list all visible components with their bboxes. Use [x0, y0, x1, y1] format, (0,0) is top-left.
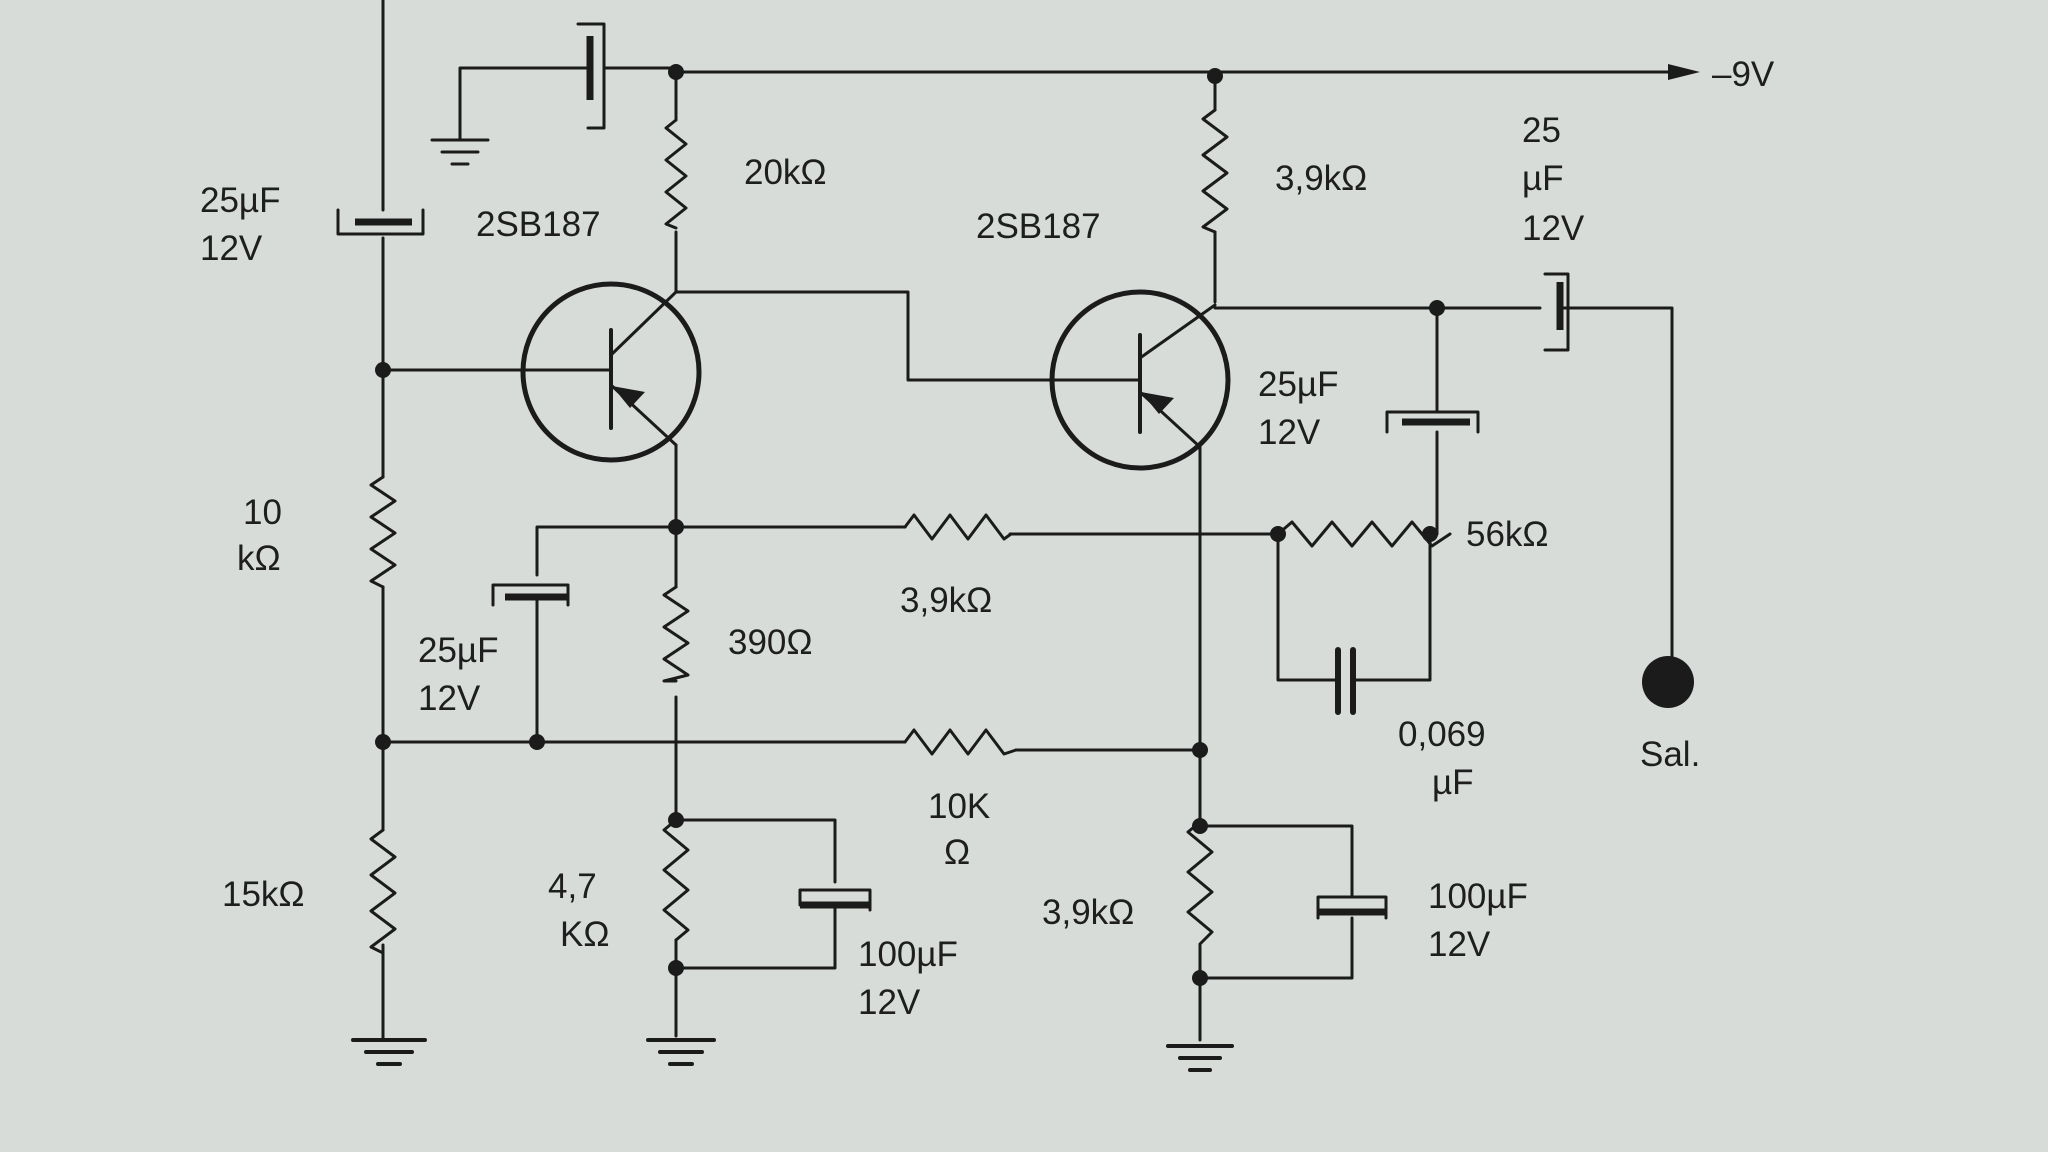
c-q1-emitter-label-2: 12V [418, 679, 481, 718]
resistor-4k7 [662, 818, 690, 942]
c-100u-right-label-1: 100µF [1428, 877, 1528, 916]
c-0069-label-1: 0,069 [1398, 715, 1486, 754]
c-q2-collector-label-1: 25µF [1258, 365, 1338, 404]
supply-arrow-icon [1668, 64, 1700, 80]
transistor-q2-symbol [1049, 289, 1231, 471]
r-q2-collector-label: 3,9kΩ [1275, 159, 1367, 198]
r-q2-emitter-label: 3,9kΩ [1042, 893, 1134, 932]
capacitor-input [336, 208, 425, 236]
r-10k-bias-label-2: kΩ [237, 539, 281, 578]
r-15k-label: 15kΩ [222, 875, 305, 914]
resistor-q2-emitter [1186, 820, 1214, 946]
capacitor-q1-emitter [491, 583, 570, 607]
r-10k-feedback-label-2: Ω [944, 833, 970, 872]
c-100u-right-label-2: 12V [1428, 925, 1491, 964]
c-q2-collector-label-2: 12V [1258, 413, 1321, 452]
capacitor-ground-top [430, 22, 606, 166]
c-input-label-2: 12V [200, 229, 263, 268]
resistor-15k [369, 828, 397, 955]
junction-dots [375, 64, 1445, 986]
r-feedback-3k9-label: 3,9kΩ [900, 581, 992, 620]
labels: –9V 2SB187 2SB187 20kΩ 3,9kΩ 10 kΩ 15kΩ … [200, 55, 1775, 1022]
c-100u-left-label-2: 12V [858, 983, 921, 1022]
r-4k7-label-2: KΩ [560, 915, 610, 954]
resistor-q2-collector [1201, 108, 1229, 234]
capacitor-q2-collector [1385, 410, 1480, 434]
r-390-label: 390Ω [728, 623, 813, 662]
resistor-10k-feedback [903, 728, 1018, 756]
c-q1-emitter-label-1: 25µF [418, 631, 498, 670]
r-56k-label: 56kΩ [1466, 515, 1549, 554]
c-0069-label-2: µF [1432, 763, 1474, 802]
c-100u-left-label-1: 100µF [858, 935, 958, 974]
resistor-feedback-3k9 [903, 513, 1013, 541]
resistor-20k [664, 118, 688, 230]
output-label: Sal. [1640, 735, 1700, 774]
capacitor-100u-left [798, 888, 872, 912]
r-10k-feedback-label-1: 10K [928, 787, 990, 826]
ground-symbols [351, 1038, 1234, 1072]
q1-label: 2SB187 [476, 205, 601, 244]
capacitor-100u-right [1316, 895, 1388, 920]
q2-label: 2SB187 [976, 207, 1101, 246]
capacitor-0069 [1335, 647, 1356, 715]
capacitor-output [1543, 272, 1570, 352]
resistor-10k-bias [369, 475, 397, 589]
supply-label: –9V [1712, 55, 1775, 94]
c-output-label-3: 12V [1522, 209, 1585, 248]
resistor-390 [662, 585, 690, 683]
transistor-q1-symbol [518, 281, 702, 463]
capacitor-symbols [336, 22, 1570, 920]
r-10k-bias-label-1: 10 [243, 493, 282, 532]
output-terminal [1642, 656, 1694, 708]
r-20k-label: 20kΩ [744, 153, 827, 192]
r-4k7-label-1: 4,7 [548, 867, 597, 906]
c-output-label-1: 25 [1522, 111, 1561, 150]
c-output-label-2: µF [1522, 159, 1564, 198]
c-input-label-1: 25µF [200, 181, 280, 220]
